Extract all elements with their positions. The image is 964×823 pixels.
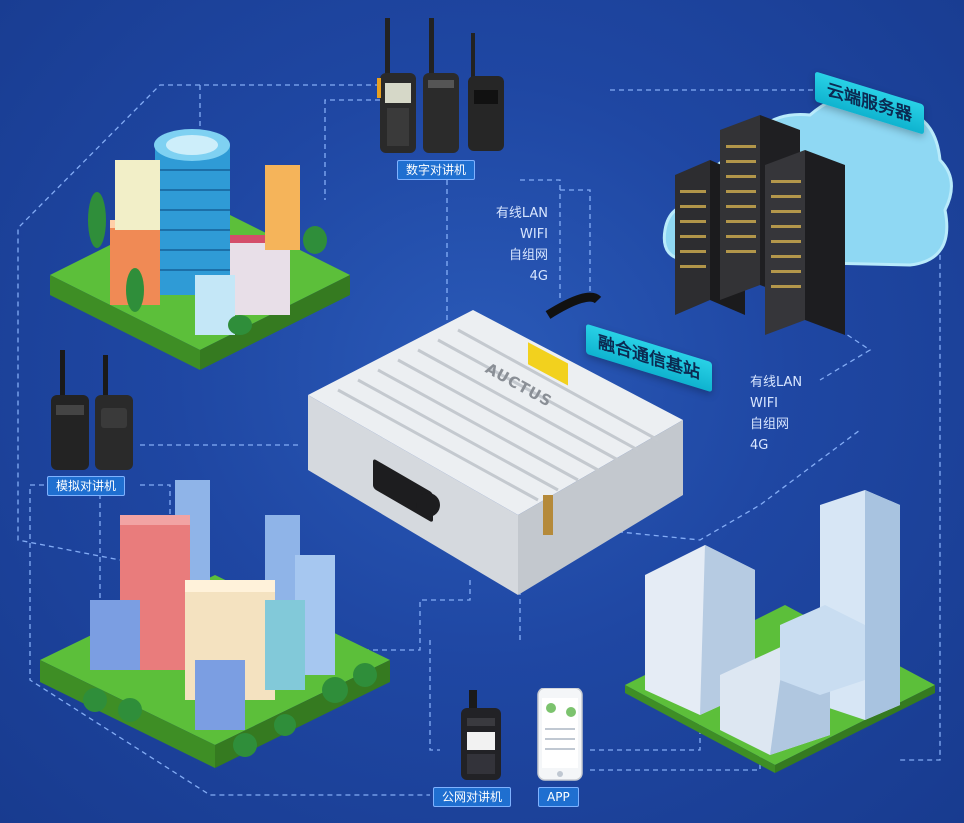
city-block-bottom-right <box>620 485 940 779</box>
connection-item: 有线LAN <box>495 206 548 221</box>
digital-radios-image <box>375 18 515 162</box>
app-label: APP <box>538 787 579 807</box>
connection-list-right: 有线LAN WIFI 自组网 4G <box>750 372 820 456</box>
city-block-bottom-left <box>35 470 395 779</box>
connection-item: WIFI <box>520 227 548 242</box>
cloud-servers-image <box>660 70 960 344</box>
digital-radio-label: 数字对讲机 <box>397 160 476 180</box>
base-station-image <box>298 285 688 609</box>
app-phone-image <box>535 687 585 787</box>
analog-radio-label: 模拟对讲机 <box>47 476 126 496</box>
connection-item: 自组网 <box>750 417 790 432</box>
city-block-top-left <box>45 125 355 379</box>
connection-list-top: 有线LAN WIFI 自组网 4G <box>488 203 548 287</box>
analog-radios-image <box>45 350 140 479</box>
connection-item: 自组网 <box>508 248 548 263</box>
connection-item: WIFI <box>750 396 778 411</box>
connection-item: 有线LAN <box>750 375 803 390</box>
connection-item: 4G <box>750 438 769 453</box>
connection-item: 4G <box>529 269 548 284</box>
public-network-radio-label: 公网对讲机 <box>433 787 512 807</box>
public-network-radio-image <box>455 690 505 789</box>
